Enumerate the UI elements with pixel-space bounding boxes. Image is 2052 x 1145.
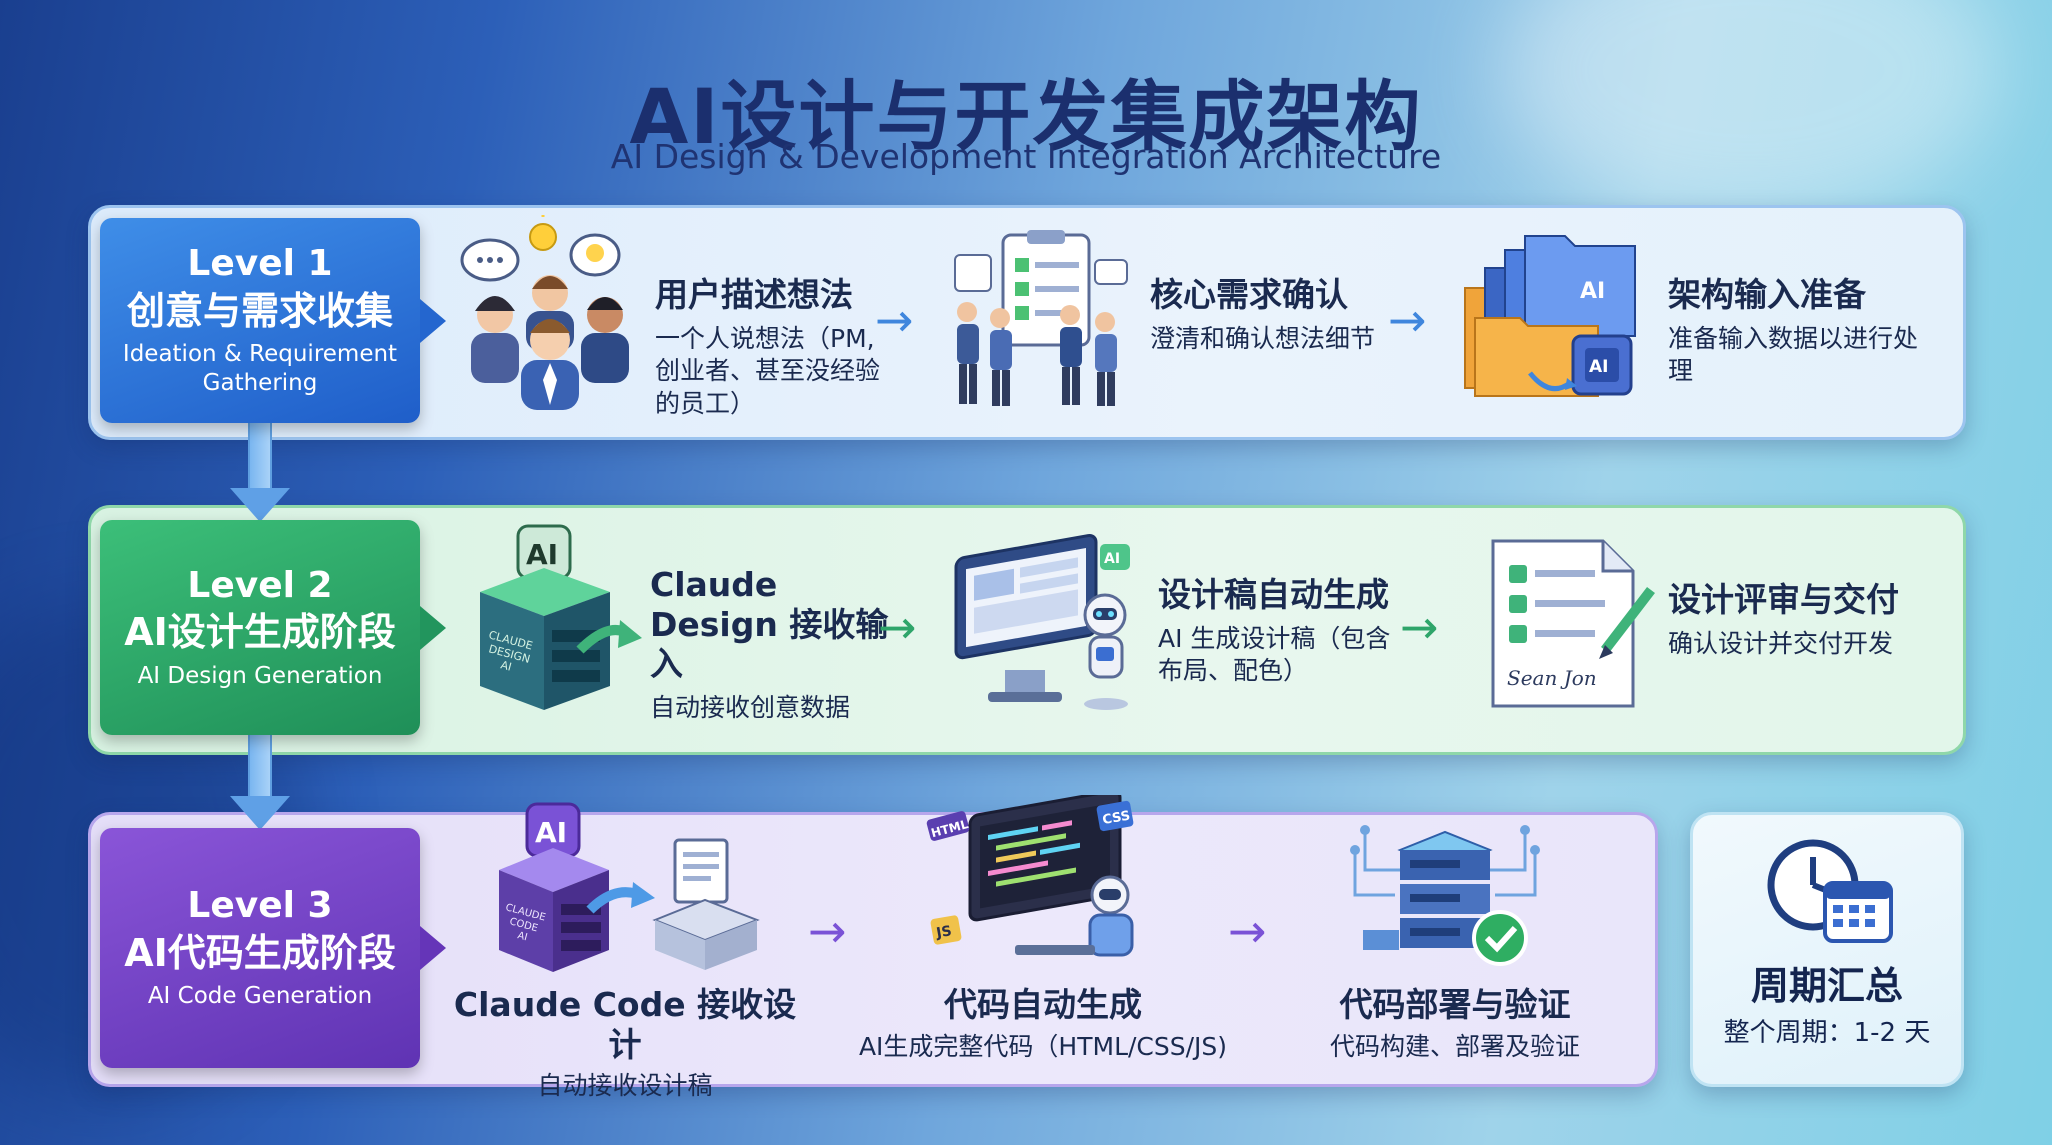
level-2-step-3: 设计评审与交付 确认设计并交付开发 [1668,580,1938,660]
level-2-step-2: 设计稿自动生成 AI 生成设计稿（包含布局、配色） [1158,575,1398,688]
svg-text:AI: AI [499,658,513,673]
step-description: 自动接收创意数据 [650,692,851,722]
step-title: 设计评审与交付 [1668,580,1899,619]
js-tag: JS [934,923,953,942]
ai-badge-text: AI [535,816,567,849]
level-2-name-cn: AI设计生成阶段 [124,610,396,655]
level-1-badge: Level 1 创意与需求收集 Ideation & Requirement G… [100,218,446,423]
flow-arrow-icon: → [1228,904,1267,958]
step-title: 核心需求确认 [1150,275,1348,314]
step-description: AI生成完整代码（HTML/CSS/JS) [858,1031,1228,1061]
step-description: 澄清和确认想法细节 [1150,323,1376,353]
level-3-name-cn: AI代码生成阶段 [124,930,396,975]
step-title: 架构输入准备 [1668,275,1866,314]
summary-title: 周期汇总 [1750,964,1903,1008]
page-subtitle: AI Design & Development Integration Arch… [610,137,1442,176]
step-title: 设计稿自动生成 [1158,575,1389,614]
level-1-title: Level 1 [187,243,333,285]
flow-arrow-icon: → [875,293,914,347]
level-2-badge: Level 2 AI设计生成阶段 AI Design Generation [100,520,446,735]
svg-text:AI: AI [1589,357,1608,377]
code-robot-icon: HTML CSS JS [926,795,1134,957]
level-1-name-en: Ideation & Requirement Gathering [122,341,398,396]
monitor-robot-icon: AI [954,534,1130,710]
claude-code-server-icon: AI CLAUDE CODE AI [499,802,760,972]
level-3-badge: Level 3 AI代码生成阶段 AI Code Generation [100,828,446,1068]
step-description: 确认设计并交付开发 [1668,628,1894,658]
step-description: AI 生成设计稿（包含布局、配色） [1158,623,1391,686]
level-2-title: Level 2 [187,564,333,606]
step-title: 用户描述想法 [655,275,853,314]
signed-document-icon: Sean Jon [1491,539,1655,708]
level-3-title: Level 3 [187,885,333,927]
down-arrow-2-to-3 [230,728,290,830]
level-2-step-1: Claude Design 接收输入 自动接收创意数据 [650,565,900,724]
flow-arrow-icon: → [878,600,917,654]
step-description: 自动接收设计稿 [537,1071,713,1101]
step-description: 一个人说想法（PM, 创业者、甚至没经验的员工） [655,323,881,418]
page-title: AI设计与开发集成架构 [629,72,1423,161]
level-2-name-en: AI Design Generation [137,662,383,689]
step-description: 代码构建、部署及验证 [1329,1031,1580,1061]
step-title: 代码部署与验证 [1339,985,1571,1024]
flow-arrow-icon: → [808,904,847,958]
css-tag: CSS [1101,808,1131,828]
level-1-step-2: 核心需求确认 澄清和确认想法细节 [1150,275,1410,355]
summary-description: 整个周期：1-2 天 [1723,1018,1931,1048]
signature-text: Sean Jon [1507,666,1597,690]
folders-ai-icon: AI AI [1464,235,1636,397]
flow-arrow-icon: → [1388,293,1427,347]
summary-panel [1690,812,1964,1087]
svg-text:AI: AI [516,930,528,943]
level-1-step-1: 用户描述想法 一个人说想法（PM, 创业者、甚至没经验的员工） [655,275,885,420]
level-1-name-cn: 创意与需求收集 [126,288,393,333]
ai-badge-text: AI [1104,551,1120,567]
step-title: Claude Code 接收设计 [453,985,797,1064]
svg-text:AI: AI [1580,279,1605,304]
server-deploy-icon [1350,825,1540,966]
level-3-step-1: Claude Code 接收设计 自动接收设计稿 [450,985,800,1103]
flow-arrow-icon: → [1400,600,1439,654]
level-3-step-2: 代码自动生成 AI生成完整代码（HTML/CSS/JS) [838,985,1248,1063]
level-3-name-en: AI Code Generation [147,983,373,1010]
step-title: Claude Design 接收输入 [650,565,889,684]
level-1-step-3: 架构输入准备 准备输入数据以进行处理 [1668,275,1938,388]
clock-calendar-icon [1767,839,1893,943]
team-ideas-icon [460,215,629,410]
claude-design-server-icon: AI CLAUDE DESIGN AI [480,524,642,710]
down-arrow-1-to-2 [230,420,290,522]
step-description: 准备输入数据以进行处理 [1668,323,1919,386]
checklist-meeting-icon [954,230,1128,406]
step-title: 代码自动生成 [944,985,1142,1024]
ai-badge-text: AI [526,538,558,571]
level-3-step-3: 代码部署与验证 代码构建、部署及验证 [1280,985,1630,1063]
